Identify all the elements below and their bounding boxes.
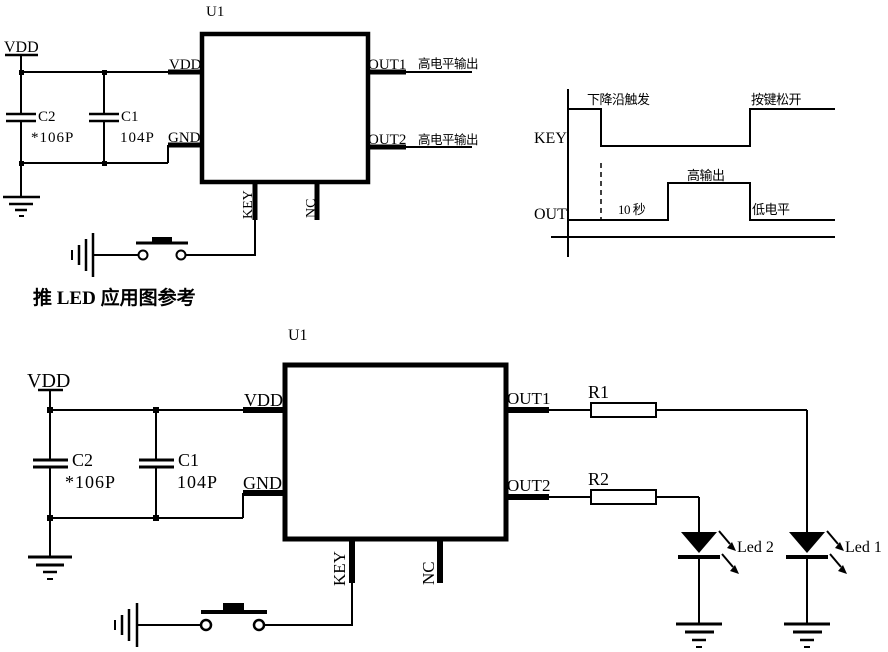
- bottom-capacitor-c2: [33, 410, 68, 518]
- timing-key-label: KEY: [534, 130, 567, 147]
- bottom-pin-vdd-label: VDD: [244, 390, 283, 410]
- bottom-push-button: [137, 603, 267, 632]
- top-cap2-value-label: *106P: [31, 130, 74, 146]
- bottom-pin-gnd-label: GND: [243, 473, 282, 493]
- top-button-ground-symbol: [71, 233, 95, 277]
- bottom-ic-pin-stubs: [243, 407, 549, 583]
- led1-label: Led 1: [845, 539, 882, 556]
- resistor-r2-label: R2: [588, 469, 609, 489]
- top-key-wire: [186, 220, 256, 256]
- top-cap1-ref-label: C1: [121, 109, 139, 125]
- top-pin-gnd-label: GND: [168, 130, 201, 146]
- bottom-ic-ref-label: U1: [288, 327, 308, 344]
- bottom-vdd-power: [38, 388, 63, 410]
- top-pin-out1-label: OUT1: [368, 57, 406, 73]
- bottom-pin-nc-label: NC: [419, 561, 438, 585]
- top-pin-key-label: KEY: [241, 190, 256, 219]
- bottom-button-ground-symbol: [114, 603, 139, 647]
- key-waveform: [568, 108, 835, 147]
- resistor-r2: [590, 489, 657, 505]
- top-junction-dots: [19, 70, 107, 166]
- resistor-r1-label: R1: [588, 382, 609, 402]
- timing-out-label: OUT: [534, 206, 567, 223]
- led2-ground-symbol: [676, 622, 722, 648]
- bottom-pin-key-label: KEY: [330, 551, 349, 586]
- top-pin-out2-label: OUT2: [368, 132, 406, 148]
- top-ic-pin-stubs: [168, 69, 406, 220]
- bottom-ground-symbol: [28, 518, 72, 580]
- bottom-pin-out1-label: OUT1: [507, 389, 550, 408]
- out1-branch: [549, 402, 808, 533]
- top-ic-ref-label: U1: [206, 4, 224, 20]
- led2-symbol: [676, 530, 739, 648]
- top-pin-vdd-label: VDD: [169, 57, 202, 73]
- top-out1-note: 高电平输出: [418, 56, 478, 71]
- page-title: 推 LED 应用图参考: [33, 286, 196, 309]
- low-level-note: 低电平: [752, 202, 790, 217]
- top-ic-body: [199, 31, 371, 185]
- top-vdd-power: [5, 53, 38, 72]
- bottom-capacitor-c1: [139, 410, 174, 518]
- led1-symbol: [784, 530, 847, 648]
- timing-diagram: [551, 89, 835, 257]
- bottom-cap1-ref-label: C1: [178, 450, 199, 470]
- top-cap2-ref-label: C2: [38, 109, 56, 125]
- bottom-cap2-ref-label: C2: [72, 450, 93, 470]
- top-ground-symbol: [3, 163, 40, 217]
- bottom-power-rail-label: VDD: [27, 370, 70, 392]
- resistor-r1: [590, 402, 657, 418]
- high-output-note: 高输出: [687, 168, 725, 183]
- delay-note: 10 秒: [618, 202, 646, 217]
- bottom-cap1-value-label: 104P: [177, 472, 218, 492]
- led2-label: Led 2: [737, 539, 774, 556]
- falling-edge-note: 下降沿触发: [587, 92, 650, 107]
- out2-branch: [549, 489, 700, 533]
- bottom-key-wire: [264, 583, 353, 626]
- top-circuit: [3, 31, 472, 277]
- bottom-circuit: [28, 362, 847, 648]
- out-waveform: [568, 182, 835, 221]
- top-capacitor-c1: [89, 72, 119, 163]
- top-out2-note: 高电平输出: [418, 132, 478, 147]
- bottom-pin-out2-label: OUT2: [507, 476, 550, 495]
- top-capacitor-c2: [6, 72, 36, 163]
- bottom-junction-dots: [47, 407, 159, 521]
- top-cap1-value-label: 104P: [120, 130, 155, 146]
- bottom-ic-body: [282, 362, 509, 542]
- top-pin-nc-label: NC: [304, 199, 319, 218]
- key-release-note: 按键松开: [751, 92, 802, 107]
- top-power-rail-label: VDD: [4, 39, 39, 56]
- bottom-cap2-value-label: *106P: [65, 472, 116, 492]
- top-push-button: [93, 237, 188, 261]
- led1-ground-symbol: [784, 622, 830, 648]
